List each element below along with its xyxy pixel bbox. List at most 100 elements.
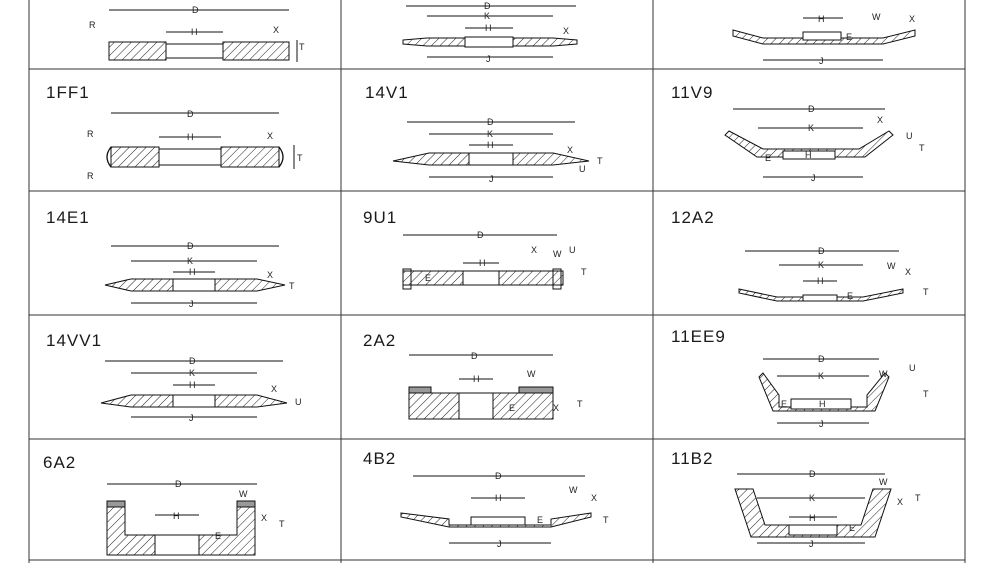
wheel-drawing: D K H X J bbox=[402, 1, 578, 64]
shape-cell-6A2: 6A2 D H W X T E bbox=[29, 439, 341, 560]
svg-text:E: E bbox=[215, 531, 221, 541]
svg-text:K: K bbox=[809, 493, 815, 503]
wheel-drawing: D K H X J U T bbox=[392, 117, 603, 184]
wheel-drawing: H W X E J bbox=[732, 12, 916, 66]
svg-text:D: D bbox=[484, 1, 491, 11]
svg-text:T: T bbox=[597, 156, 603, 166]
svg-text:W: W bbox=[879, 369, 888, 379]
svg-text:D: D bbox=[495, 471, 502, 481]
svg-text:X: X bbox=[531, 245, 537, 255]
shape-cell-1A1: D H R X T bbox=[29, 0, 341, 69]
shape-cell-14V1: 14V1 D K H X J U T bbox=[341, 69, 653, 191]
shape-cell-14A1: D K H X J bbox=[341, 0, 653, 69]
svg-text:U: U bbox=[906, 131, 913, 141]
shape-cell-1FF1: 1FF1 D H R R X T bbox=[29, 69, 341, 191]
shape-cell-11B2: 11B2 D K H W X T E J bbox=[653, 439, 965, 560]
svg-text:J: J bbox=[489, 174, 494, 184]
svg-text:X: X bbox=[905, 267, 911, 277]
svg-text:U: U bbox=[569, 245, 576, 255]
svg-text:D: D bbox=[187, 109, 194, 119]
svg-text:W: W bbox=[527, 369, 536, 379]
svg-text:X: X bbox=[267, 131, 273, 141]
shape-code: 1FF1 bbox=[46, 83, 90, 102]
wheel-drawing: D H W X E T J bbox=[400, 471, 609, 549]
svg-text:T: T bbox=[297, 153, 303, 163]
svg-text:U: U bbox=[909, 363, 916, 373]
svg-text:H: H bbox=[173, 511, 180, 521]
svg-text:J: J bbox=[189, 413, 194, 423]
svg-text:H: H bbox=[485, 23, 492, 33]
svg-text:D: D bbox=[189, 356, 196, 366]
wheel-drawing: D H R R X T bbox=[87, 109, 303, 181]
svg-text:D: D bbox=[471, 351, 478, 361]
svg-text:E: E bbox=[847, 291, 853, 301]
svg-text:X: X bbox=[909, 14, 915, 24]
svg-text:E: E bbox=[781, 399, 787, 409]
svg-text:X: X bbox=[273, 25, 279, 35]
wheel-drawing: D K X U T H E J bbox=[724, 104, 925, 183]
svg-text:W: W bbox=[879, 477, 888, 487]
shape-code: 9U1 bbox=[363, 208, 398, 227]
svg-text:W: W bbox=[872, 12, 881, 22]
svg-text:E: E bbox=[765, 153, 771, 163]
svg-text:R: R bbox=[89, 20, 96, 30]
svg-text:J: J bbox=[486, 54, 491, 64]
svg-text:T: T bbox=[923, 287, 929, 297]
svg-text:T: T bbox=[919, 143, 925, 153]
svg-text:X: X bbox=[553, 403, 559, 413]
svg-text:K: K bbox=[187, 256, 193, 266]
svg-text:D: D bbox=[818, 246, 825, 256]
wheel-drawing: D K H W X E T bbox=[738, 246, 929, 302]
wheel-drawing: D K H X J U bbox=[100, 356, 302, 423]
svg-text:K: K bbox=[818, 260, 824, 270]
svg-text:T: T bbox=[279, 519, 285, 529]
svg-text:D: D bbox=[487, 117, 494, 127]
wheel-drawing: D K W U H E J T bbox=[758, 354, 929, 429]
svg-text:X: X bbox=[591, 493, 597, 503]
svg-text:X: X bbox=[897, 497, 903, 507]
shape-code: 14E1 bbox=[46, 208, 90, 227]
svg-text:J: J bbox=[809, 539, 814, 549]
svg-text:W: W bbox=[553, 249, 562, 259]
shape-code: 4B2 bbox=[363, 449, 397, 468]
svg-text:X: X bbox=[271, 384, 277, 394]
svg-text:T: T bbox=[299, 42, 305, 52]
svg-text:W: W bbox=[569, 485, 578, 495]
svg-text:H: H bbox=[189, 267, 196, 277]
svg-text:J: J bbox=[189, 299, 194, 309]
svg-text:E: E bbox=[509, 403, 515, 413]
svg-text:D: D bbox=[818, 354, 825, 364]
svg-text:X: X bbox=[567, 145, 573, 155]
svg-text:K: K bbox=[818, 371, 824, 381]
svg-text:W: W bbox=[239, 489, 248, 499]
svg-text:H: H bbox=[819, 399, 826, 409]
svg-text:T: T bbox=[923, 389, 929, 399]
svg-text:E: E bbox=[846, 32, 852, 42]
svg-text:J: J bbox=[497, 539, 502, 549]
svg-text:H: H bbox=[479, 258, 486, 268]
svg-text:H: H bbox=[817, 276, 824, 286]
shape-cell-11V9-top: H W X E J bbox=[653, 0, 965, 69]
svg-text:H: H bbox=[495, 493, 502, 503]
wheel-drawing: D K H W X T E J bbox=[734, 469, 921, 549]
svg-text:W: W bbox=[887, 261, 896, 271]
svg-text:K: K bbox=[189, 368, 195, 378]
svg-text:H: H bbox=[473, 374, 480, 384]
svg-text:D: D bbox=[477, 230, 484, 240]
svg-text:X: X bbox=[261, 513, 267, 523]
svg-text:E: E bbox=[537, 515, 543, 525]
shape-cell-9U1: 9U1 D H E X W U T bbox=[341, 191, 653, 315]
svg-text:H: H bbox=[809, 513, 816, 523]
svg-text:K: K bbox=[484, 11, 490, 21]
svg-text:T: T bbox=[915, 493, 921, 503]
wheel-drawing: D H W X T E bbox=[106, 479, 285, 556]
svg-text:R: R bbox=[87, 171, 94, 181]
svg-text:T: T bbox=[603, 515, 609, 525]
wheel-drawing: D H E X W U T bbox=[402, 230, 587, 290]
wheel-drawing: D H R X T bbox=[89, 5, 305, 62]
svg-text:T: T bbox=[289, 281, 295, 291]
wheel-drawing: D H W E X T bbox=[408, 351, 583, 420]
svg-text:J: J bbox=[819, 56, 824, 66]
